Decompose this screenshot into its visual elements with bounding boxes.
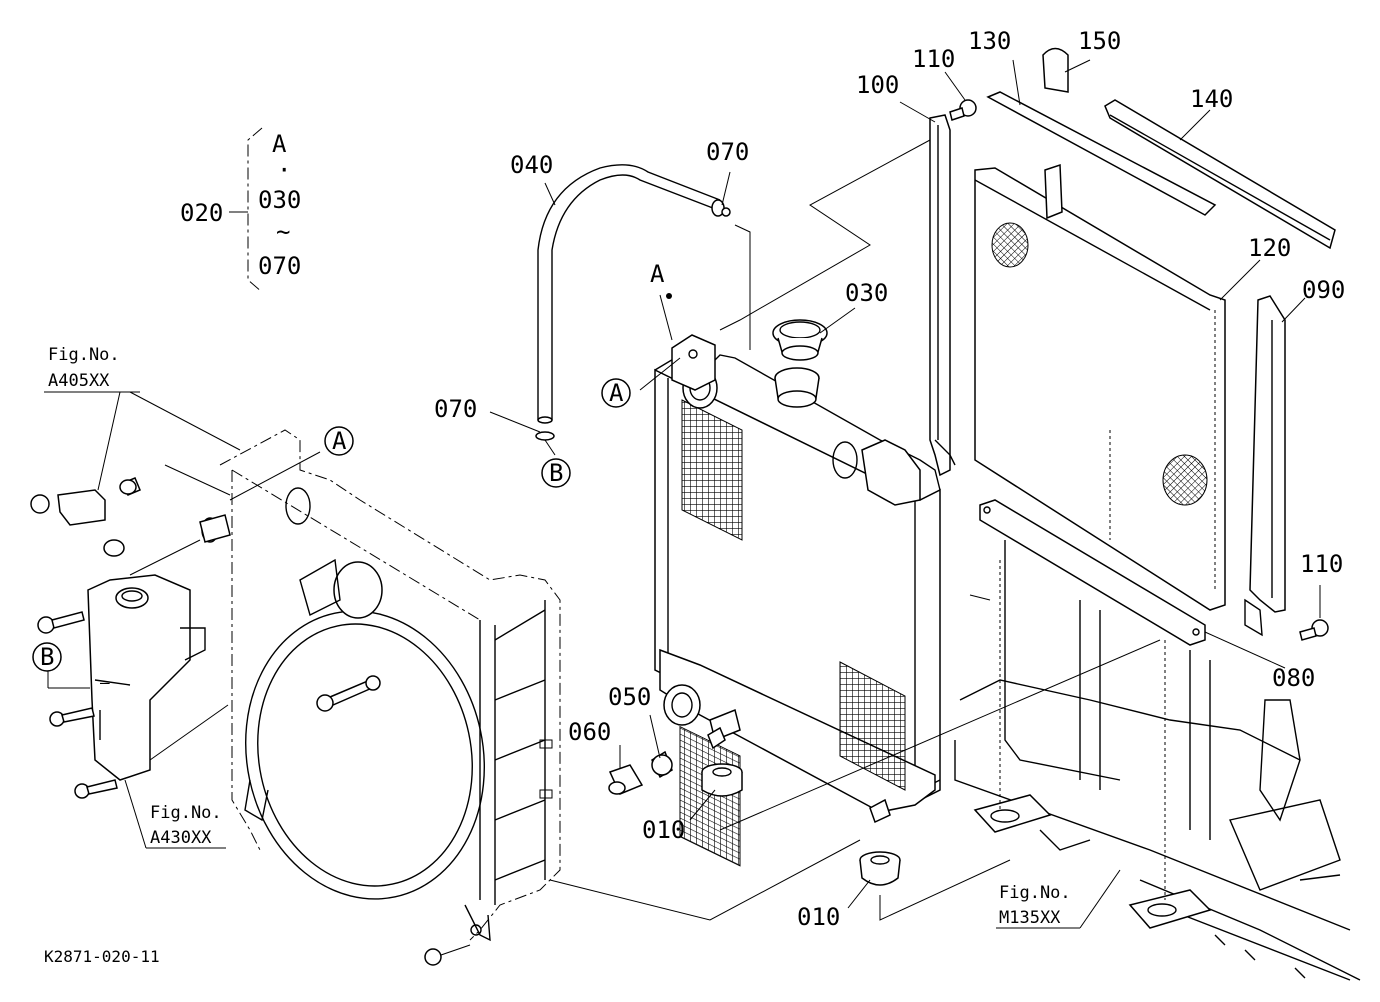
diagram-code: K2871-020-11 xyxy=(44,947,160,966)
label-130: 130 xyxy=(968,27,1011,55)
legend-line-030: 030 xyxy=(258,186,301,214)
bolts-110 xyxy=(949,99,1329,641)
overflow-hose xyxy=(535,164,731,441)
label-090: 090 xyxy=(1302,276,1345,304)
label-040: 040 xyxy=(510,151,553,179)
fig-ref-m135: Fig.No. M135XX xyxy=(999,883,1071,928)
baffle-panel xyxy=(974,163,1226,611)
legend-assembly-number: 020 xyxy=(180,199,223,227)
legend-line-070: 070 xyxy=(258,252,301,280)
top-plate-130-140 xyxy=(986,47,1336,250)
marker-b-tank: B xyxy=(32,642,62,672)
label-050: 050 xyxy=(608,683,651,711)
legend-line-tilde: ~ xyxy=(276,218,290,246)
side-bracket-100 xyxy=(929,114,956,477)
label-080: 080 xyxy=(1272,664,1315,692)
lower-hose-parts xyxy=(608,726,901,886)
fig-ref-a430: Fig.No. A430XX xyxy=(150,803,222,848)
marker-a-dot: A xyxy=(650,260,672,299)
chassis-frame xyxy=(954,540,1361,981)
fig-ref-m135-code: M135XX xyxy=(999,908,1061,928)
label-150: 150 xyxy=(1078,27,1121,55)
fig-ref-a430-title: Fig.No. xyxy=(150,803,222,823)
radiator-core xyxy=(654,334,941,867)
marker-a-shroud: A xyxy=(324,426,354,456)
marker-a-dot-text: A xyxy=(650,260,665,288)
radiator-cap xyxy=(772,319,828,361)
label-100: 100 xyxy=(856,71,899,99)
marker-a-shroud-text: A xyxy=(332,427,347,455)
label-110-bottom: 110 xyxy=(1300,550,1343,578)
label-120: 120 xyxy=(1248,234,1291,262)
fan-shroud xyxy=(219,429,561,966)
assembly-legend: 020 A · 030 ~ 070 xyxy=(180,127,301,293)
label-070-top: 070 xyxy=(706,138,749,166)
svg-text:—: — xyxy=(100,673,110,692)
legend-line-dot: · xyxy=(277,156,291,184)
marker-b-tank-text: B xyxy=(40,643,54,671)
figure-reference-leaders xyxy=(44,391,1121,929)
label-030: 030 xyxy=(845,279,888,307)
fig-ref-a405: Fig.No. A405XX xyxy=(48,345,120,391)
label-010-bottom: 010 xyxy=(797,903,840,931)
label-140: 140 xyxy=(1190,85,1233,113)
marker-a-radiator: A xyxy=(601,378,631,408)
lower-plate-080 xyxy=(979,499,1206,646)
label-060: 060 xyxy=(568,718,611,746)
marker-b-hose-text: B xyxy=(549,459,563,487)
fig-ref-m135-title: Fig.No. xyxy=(999,883,1071,903)
marker-a-radiator-text: A xyxy=(609,379,624,407)
label-110-top: 110 xyxy=(912,45,955,73)
label-010-top: 010 xyxy=(642,816,685,844)
label-070-bottom: 070 xyxy=(434,395,477,423)
fig-ref-a405-code: A405XX xyxy=(48,371,110,391)
marker-b-hose: B xyxy=(541,458,571,488)
reserve-tank: — xyxy=(30,477,231,799)
part-number-labels: 100 110 130 150 140 120 090 110 080 030 … xyxy=(434,27,1345,931)
fig-ref-a405-title: Fig.No. xyxy=(48,345,120,365)
fig-ref-a430-code: A430XX xyxy=(150,828,212,848)
side-bracket-090 xyxy=(1244,295,1286,637)
legend-line-a: A xyxy=(272,130,287,158)
leader-lines xyxy=(129,59,1321,921)
